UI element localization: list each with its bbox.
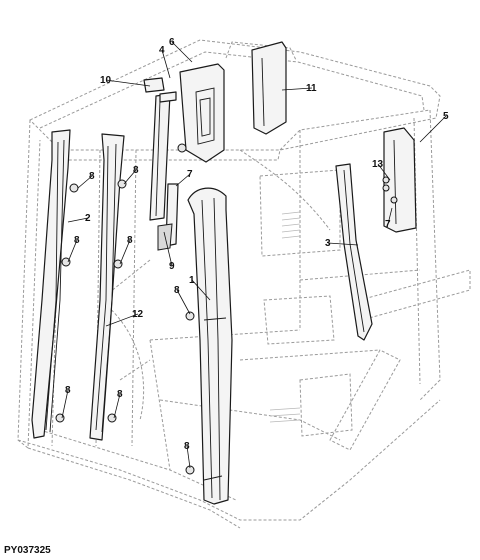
corner-cap-piece [143,77,177,103]
callout-3: 3 [325,238,331,249]
callout-5: 5 [443,111,449,122]
leader-line-9 [163,231,173,267]
callout-8: 8 [184,441,190,452]
leader-line-12 [105,313,139,327]
leader-line-8 [61,389,69,419]
callout-7: 7 [385,219,391,230]
callout-1: 1 [189,275,195,286]
upper-door-strip [149,93,179,251]
leader-line-1 [191,279,211,301]
leader-line-8 [67,239,78,263]
leader-line-10 [105,79,151,87]
right-rear-pillar-cover [382,127,417,233]
callout-8: 8 [174,285,180,296]
callout-11: 11 [306,83,317,94]
callout-8: 8 [117,389,123,400]
callout-8: 8 [89,171,95,182]
right-side-trim-strip [335,163,373,341]
callout-8: 8 [127,235,133,246]
leader-line-3 [327,242,359,246]
leader-line-5 [419,115,447,143]
left-front-pillar-trim [31,129,79,439]
figure-reference-id: PY037325 [4,545,51,556]
leader-line-8 [186,445,191,469]
callout-4: 4 [159,45,165,56]
callout-2: 2 [85,213,91,224]
leader-line-6 [171,41,193,63]
leader-lines [61,41,447,469]
upper-pillar-cover [177,63,225,163]
leader-line-7 [175,173,191,187]
cab-frame-ghost [17,39,471,529]
left-door-pillar-trim [89,133,127,441]
leader-line-13 [377,163,391,181]
callout-8: 8 [74,235,80,246]
callout-12: 12 [132,309,144,320]
callout-6: 6 [169,37,175,48]
callout-7: 7 [187,169,193,180]
center-pillar-trim [185,187,233,505]
callout-8: 8 [65,385,71,396]
rear-corner-cover [251,41,287,135]
leader-line-2 [67,217,89,223]
leader-line-8 [119,239,131,265]
leader-line-8 [77,175,93,189]
leader-line-8 [123,169,137,185]
leader-line-8 [113,393,121,419]
leader-line-11 [281,87,313,91]
leader-line-4 [161,49,171,79]
callout-10: 10 [100,75,112,86]
leader-line-7 [387,207,393,225]
leader-line-8 [176,289,191,315]
callout-9: 9 [169,261,175,272]
callout-8: 8 [133,165,139,176]
callout-13: 13 [372,159,384,170]
